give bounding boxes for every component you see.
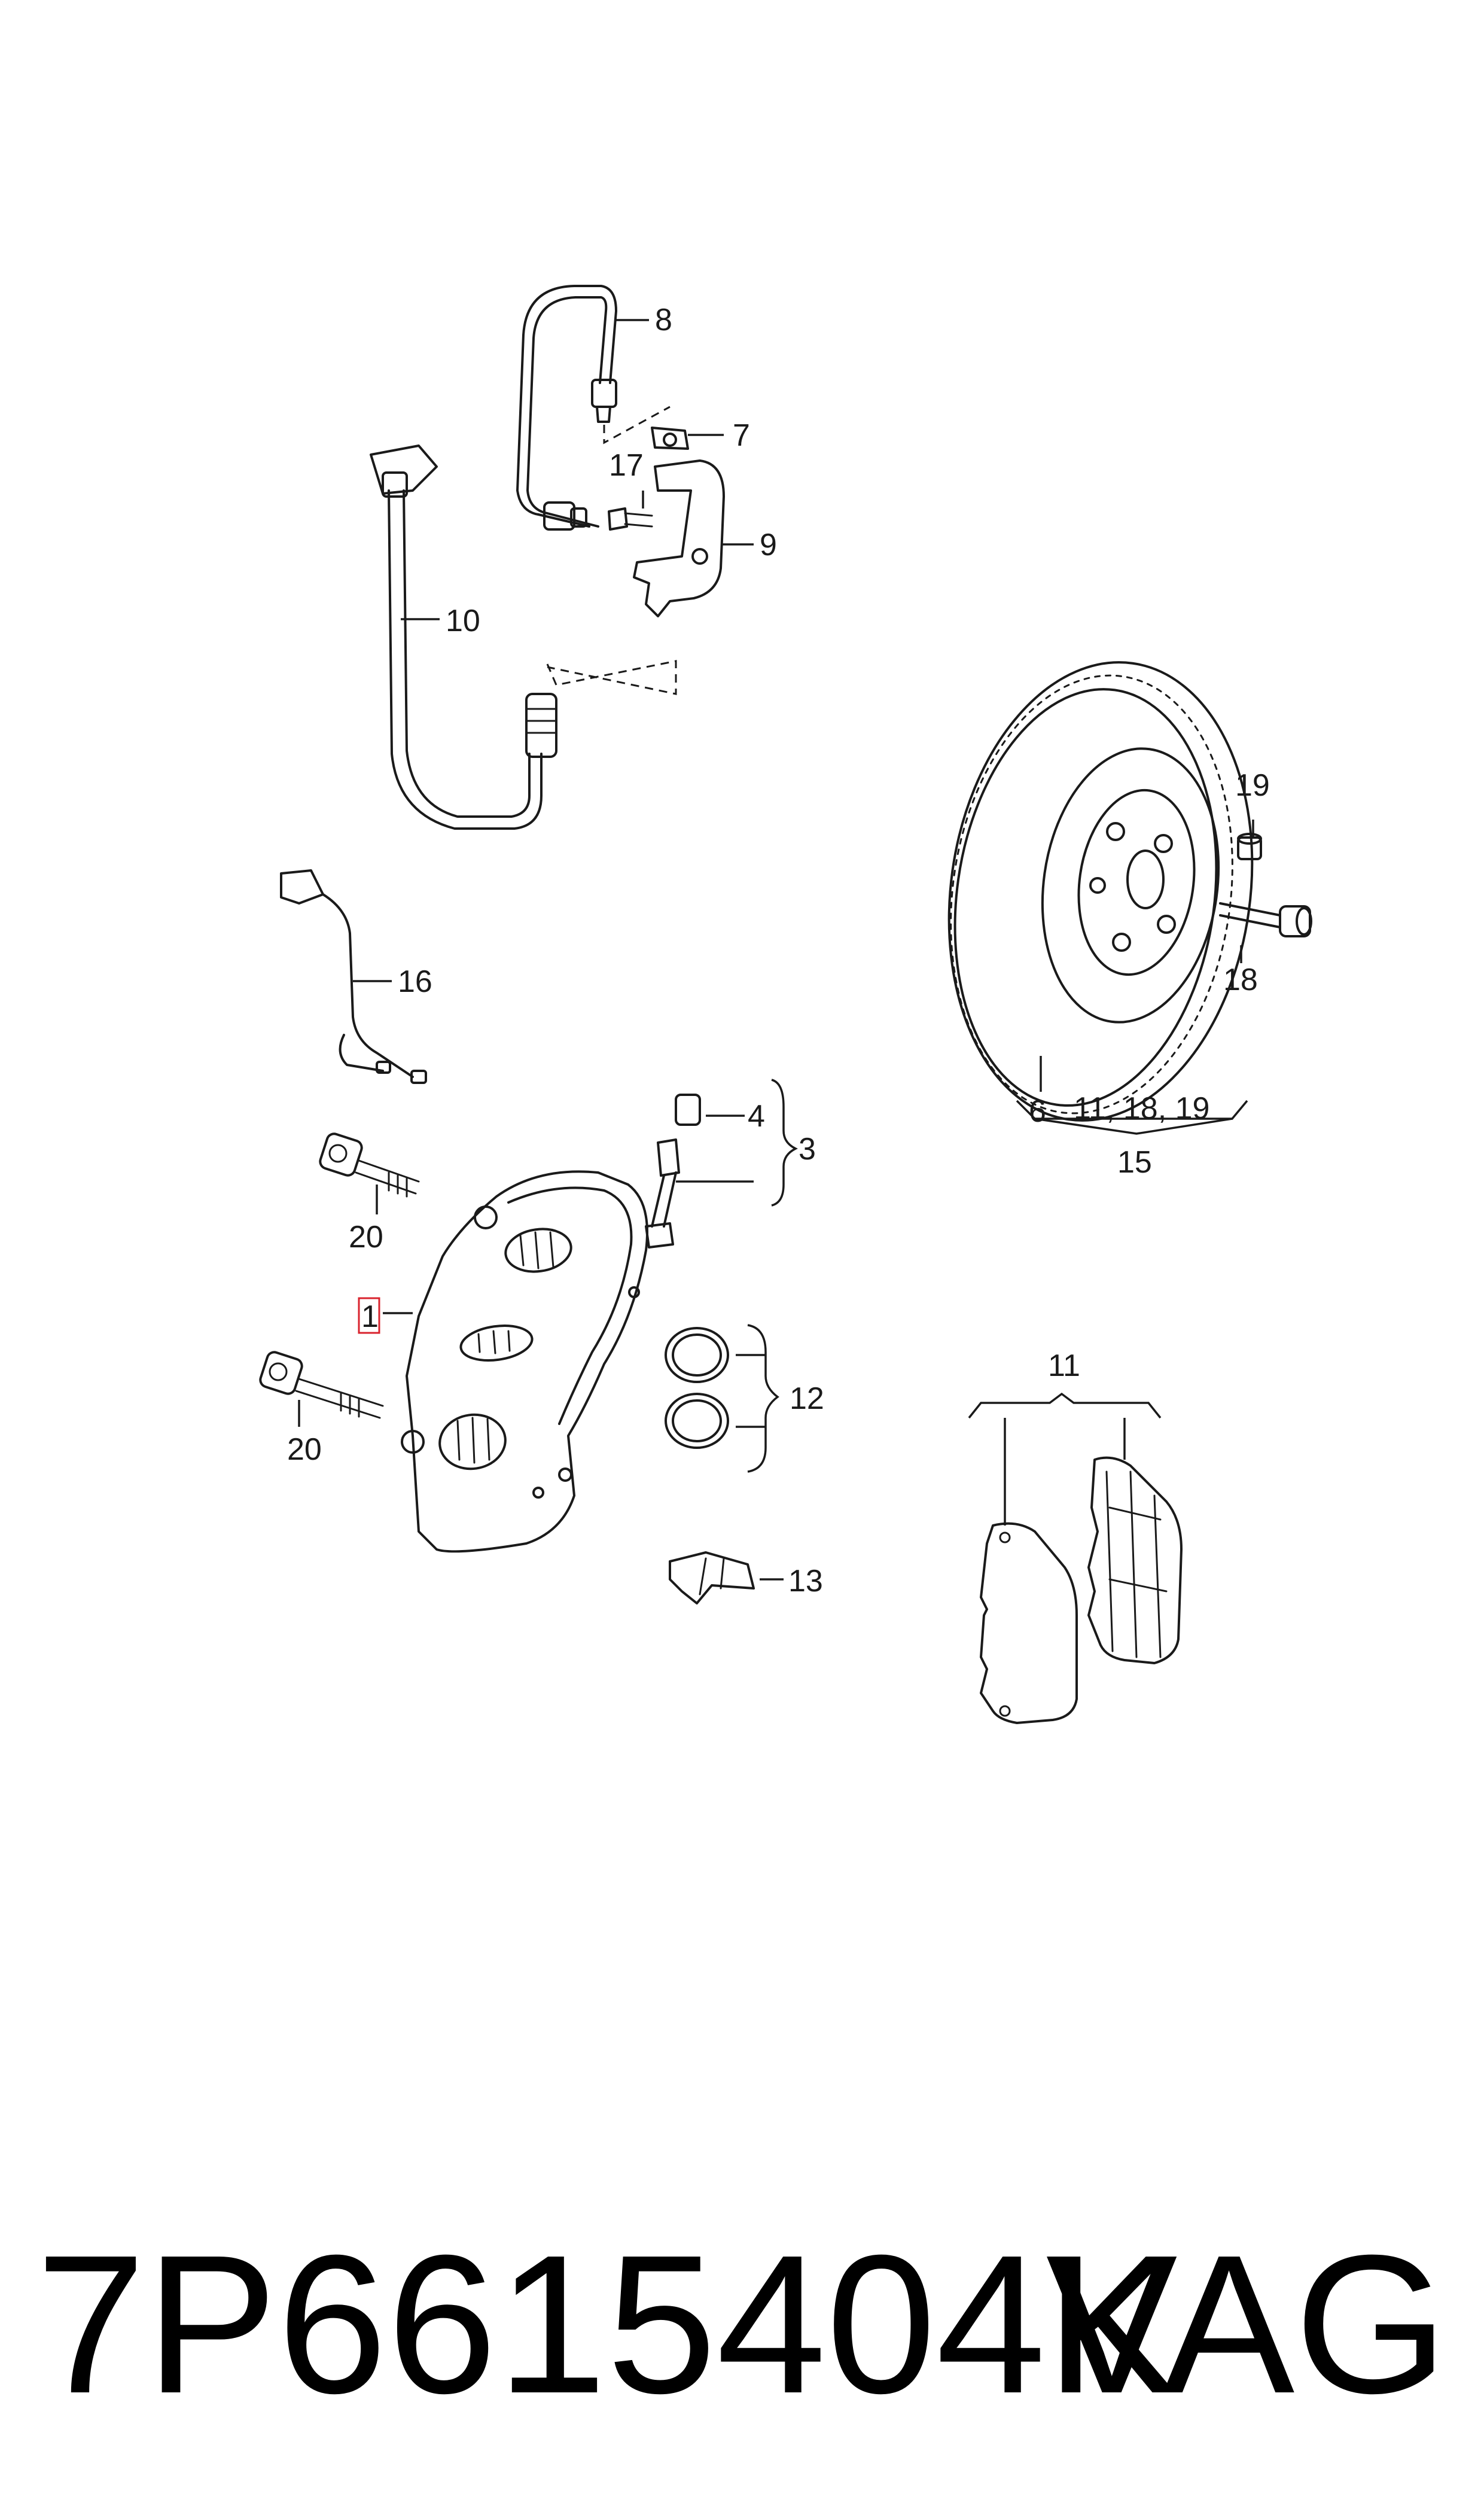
- callout-10: 10: [446, 604, 480, 638]
- leader-lines: [298, 319, 1254, 1581]
- callout-20-bottom: 20: [287, 1432, 322, 1467]
- callout-17: 17: [609, 448, 644, 483]
- callout-18: 18: [1223, 963, 1258, 997]
- callout-11: 11: [1048, 1348, 1080, 1383]
- callout-4: 4: [748, 1099, 765, 1134]
- callout-7: 7: [733, 418, 750, 453]
- brake-hose: [370, 444, 677, 830]
- callout-20-top: 20: [349, 1220, 383, 1255]
- brake-disc: [947, 661, 1254, 1122]
- retaining-screw: [1237, 833, 1262, 860]
- caliper-bolt-bottom: [259, 1351, 384, 1419]
- callout-3: 3: [799, 1132, 816, 1167]
- highlight-box: [358, 1297, 380, 1334]
- wheel-bolt: [1219, 902, 1312, 937]
- spread-spring: [669, 1551, 755, 1604]
- callout-11-18-19: 11, 18, 19: [1074, 1091, 1209, 1126]
- callout-6: 6: [1029, 1094, 1046, 1129]
- callout-16: 16: [398, 964, 432, 999]
- callout-9: 9: [760, 528, 777, 562]
- callout-1: 1: [361, 1299, 379, 1334]
- part-number: 7P6615404K: [36, 2213, 1178, 2434]
- brake-line-assembly: [516, 285, 725, 617]
- brake-caliper: [401, 1170, 648, 1553]
- brand-name: VAG: [1046, 2213, 1448, 2434]
- callout-8: 8: [655, 303, 672, 337]
- callout-19: 19: [1235, 768, 1270, 803]
- bleed-valve: [645, 1094, 701, 1249]
- callout-13: 13: [788, 1564, 823, 1599]
- brake-pads: [980, 1456, 1183, 1724]
- callout-15: 15: [1117, 1145, 1152, 1180]
- caliper-bolt-top: [319, 1132, 420, 1198]
- callout-12: 12: [790, 1381, 824, 1416]
- piston-seals: [665, 1327, 729, 1449]
- wear-sensor: [280, 869, 427, 1084]
